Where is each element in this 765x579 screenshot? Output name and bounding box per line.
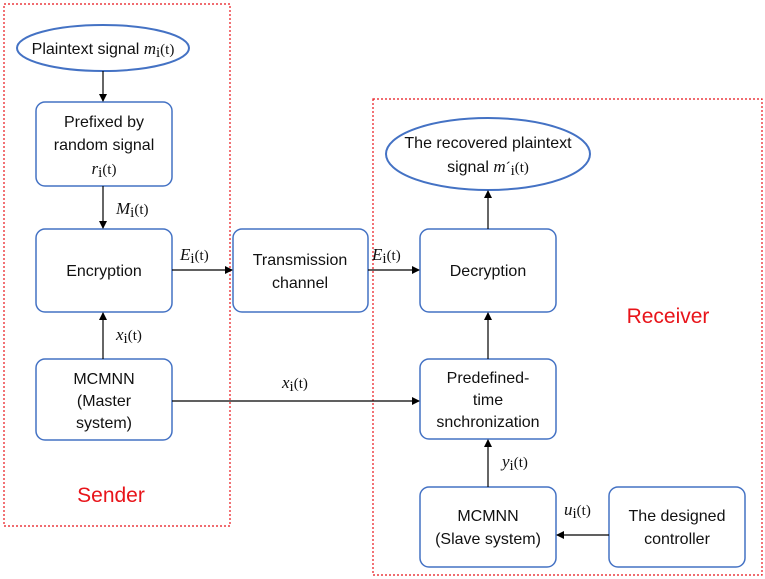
label-channel-to-decryption: Ei(t): [371, 245, 401, 267]
prefix-math-sub: i: [98, 165, 102, 181]
master-line1: MCMNN: [73, 371, 134, 388]
sync-node: Predefined- time snchronization: [419, 358, 557, 440]
recovered-line2: signal: [447, 159, 493, 176]
svg-text:Plaintext signal mi(t): Plaintext signal mi(t): [32, 39, 175, 61]
recovered-math-symbol: m: [493, 157, 505, 176]
sender-label: Sender: [77, 484, 145, 507]
label-prefix-to-encryption: Mi(t): [115, 199, 149, 221]
prefix-node: Prefixed by random signal ri(t): [35, 101, 173, 187]
label-controller-to-slave: ui(t): [564, 500, 591, 522]
recovered-line1: The recovered plaintext: [404, 135, 572, 152]
slave-node: MCMNN (Slave system): [419, 486, 557, 568]
sender-region: [3, 3, 231, 527]
plaintext-label: Plaintext signal: [32, 41, 144, 58]
recovered-math-sub: i: [511, 163, 515, 179]
slave-line2: (Slave system): [435, 531, 541, 548]
recovered-math-arg: (t): [515, 160, 529, 176]
controller-line2: controller: [644, 531, 710, 548]
decryption-label: Decryption: [450, 263, 526, 280]
controller-line1: The designed: [629, 508, 726, 525]
plaintext-math-arg: (t): [160, 42, 174, 58]
decryption-node: Decryption: [419, 228, 557, 313]
prefix-math-arg: (t): [102, 162, 116, 178]
master-node: MCMNN (Master system): [35, 358, 173, 441]
svg-text:ri(t): ri(t): [92, 159, 117, 181]
encryption-node: Encryption: [35, 228, 173, 313]
sync-line3: snchronization: [436, 414, 539, 431]
master-line2: (Master: [77, 393, 132, 410]
plaintext-math-symbol: m: [144, 39, 156, 58]
prefix-math-symbol: r: [92, 159, 99, 178]
controller-node: The designed controller: [608, 486, 746, 568]
label-master-to-sync: xi(t): [281, 373, 308, 395]
label-master-to-encryption: xi(t): [115, 325, 142, 347]
slave-line1: MCMNN: [457, 508, 518, 525]
sync-line2: time: [473, 392, 503, 409]
plaintext-math-sub: i: [156, 45, 160, 61]
prefix-line2: random signal: [54, 137, 155, 154]
channel-line1: Transmission: [253, 252, 348, 269]
receiver-label: Receiver: [627, 305, 710, 328]
prefix-line1: Prefixed by: [64, 114, 144, 131]
recovered-math-prime: ´: [506, 160, 511, 176]
svg-text:signal m´i(t): signal m´i(t): [447, 157, 529, 179]
encryption-label: Encryption: [66, 263, 142, 280]
receiver-region: [372, 98, 763, 576]
channel-line2: channel: [272, 275, 328, 292]
label-slave-to-sync: yi(t): [500, 452, 528, 474]
master-line3: system): [76, 415, 132, 432]
plaintext-node: Plaintext signal mi(t): [16, 24, 190, 72]
recovered-node: The recovered plaintext signal m´i(t): [385, 117, 591, 191]
sync-line1: Predefined-: [447, 370, 530, 387]
channel-node: Transmission channel: [232, 228, 369, 313]
label-encryption-to-channel: Ei(t): [179, 245, 209, 267]
